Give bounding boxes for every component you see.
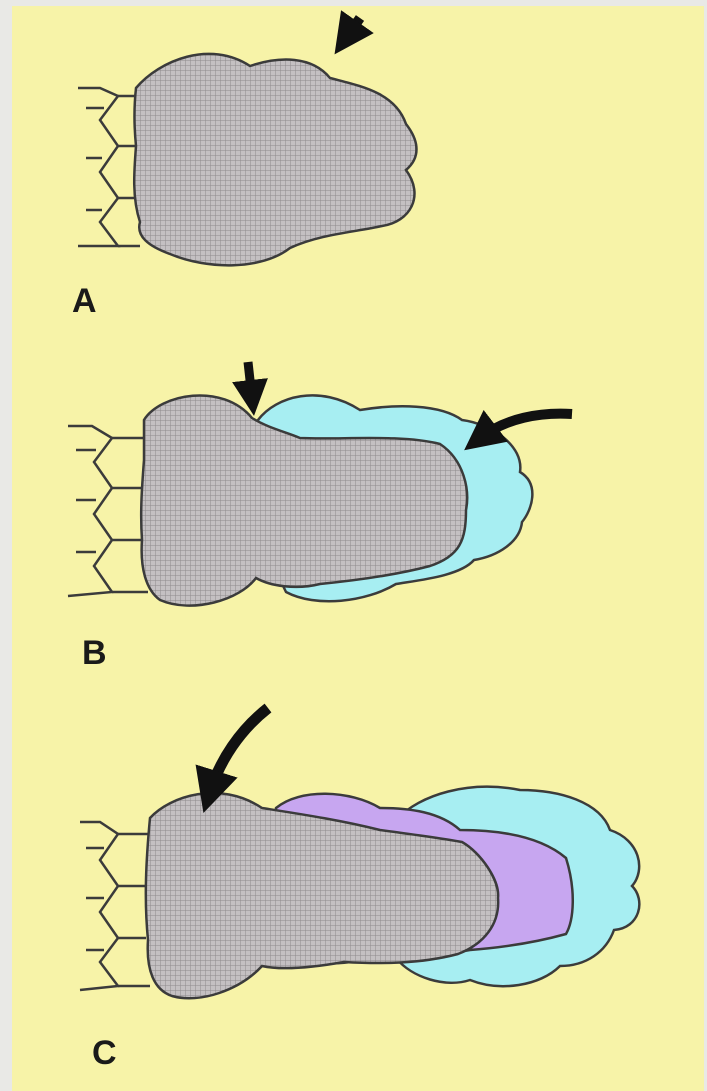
panel-a: A <box>72 18 417 320</box>
label-a: A <box>72 282 97 320</box>
label-b: B <box>82 634 107 672</box>
arrow-a <box>346 18 360 38</box>
thrombus-a <box>134 54 416 265</box>
arrow-c <box>210 708 268 792</box>
arrow-b-large <box>480 414 572 438</box>
panel-c: C <box>80 708 639 1072</box>
label-c: C <box>92 1034 117 1072</box>
arrow-b-small <box>248 362 252 398</box>
vessel-network-b <box>68 426 148 596</box>
panel-b: B <box>68 362 572 672</box>
vessel-network-c <box>80 822 150 990</box>
vessel-network-a <box>78 88 140 246</box>
